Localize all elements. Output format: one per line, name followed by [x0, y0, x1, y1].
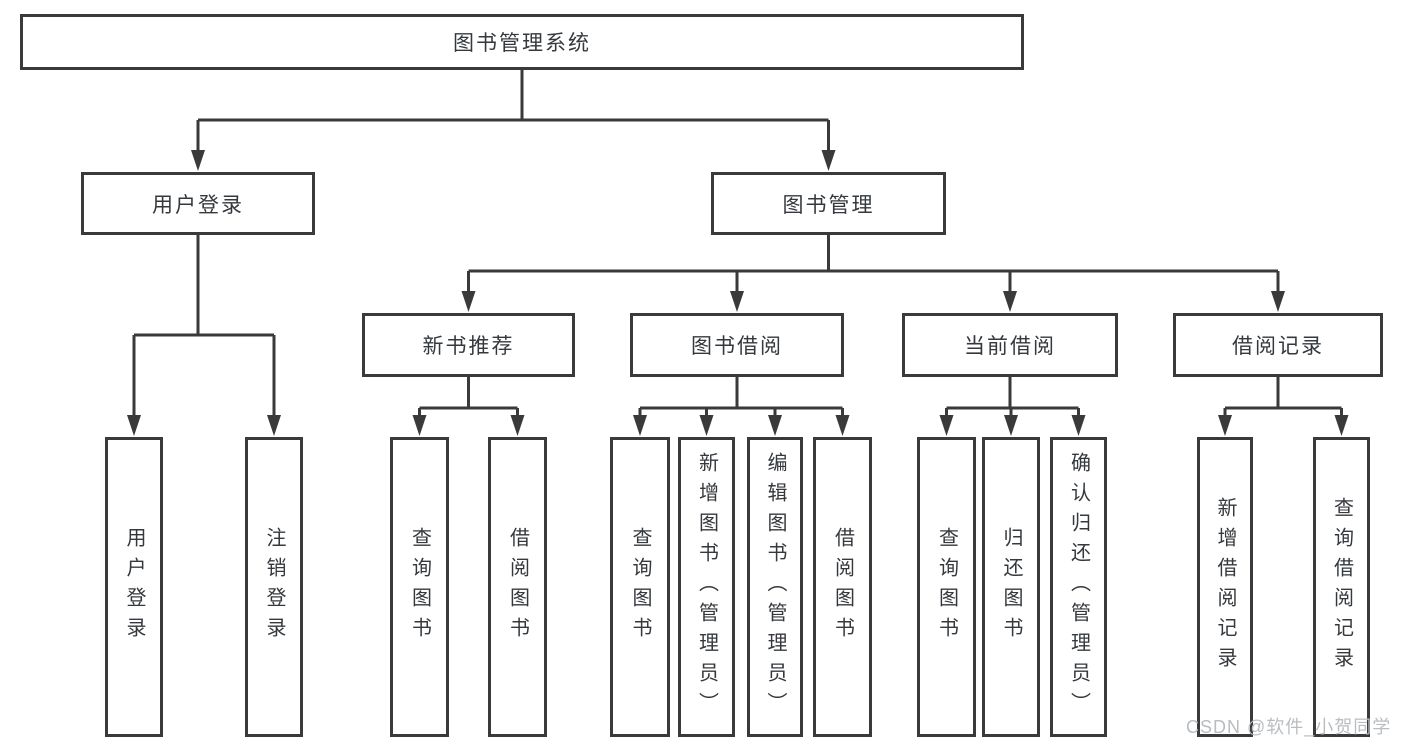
node-label: 借阅图书	[831, 527, 854, 647]
node-label: 新书推荐	[422, 335, 515, 358]
node-label: 查询图书	[935, 527, 958, 647]
node-label: 查询图书	[408, 527, 431, 647]
node-label: 借阅记录	[1232, 335, 1324, 358]
node-rec-borrow-books: 借阅图书	[488, 437, 547, 737]
node-root: 图书管理系统	[20, 14, 1024, 70]
node-book-mgmt: 图书管理	[711, 172, 946, 235]
node-bb-query-books: 查询图书	[610, 437, 670, 737]
node-br-query-record: 查询借阅记录	[1313, 437, 1370, 737]
node-br-add-record: 新增借阅记录	[1197, 437, 1253, 737]
node-label: 图书管理系统	[453, 32, 591, 55]
node-label: 用户登录	[152, 193, 244, 217]
node-leaf-logout: 注销登录	[245, 437, 303, 737]
node-label: 确认归还（管理员）	[1067, 452, 1090, 722]
node-bb-add-books: 新增图书（管理员）	[678, 437, 735, 737]
node-label: 新增图书（管理员）	[695, 452, 718, 722]
node-label: 用户登录	[123, 527, 145, 647]
node-cb-query-books: 查询图书	[917, 437, 976, 737]
node-label: 编辑图书（管理员）	[764, 452, 786, 722]
node-label: 图书管理	[782, 193, 875, 217]
node-label: 当前借阅	[964, 335, 1056, 358]
node-cb-return-books: 归还图书	[982, 437, 1040, 737]
node-user-login: 用户登录	[81, 172, 315, 235]
node-bb-borrow-books: 借阅图书	[813, 437, 872, 737]
node-current-borrow: 当前借阅	[902, 313, 1118, 377]
node-label: 注销登录	[263, 527, 285, 647]
node-borrow-records: 借阅记录	[1173, 313, 1383, 377]
node-cb-confirm-return: 确认归还（管理员）	[1050, 437, 1107, 737]
node-label: 图书借阅	[691, 335, 783, 358]
node-label: 归还图书	[1000, 527, 1022, 647]
node-label: 查询借阅记录	[1330, 497, 1353, 677]
watermark: CSDN @软件_小贺同学	[1186, 717, 1392, 737]
node-leaf-user-login: 用户登录	[105, 437, 163, 737]
node-rec-query-books: 查询图书	[390, 437, 449, 737]
node-book-borrow: 图书借阅	[630, 313, 844, 377]
node-label: 查询图书	[629, 527, 651, 647]
node-new-book-rec: 新书推荐	[362, 313, 575, 377]
node-label: 借阅图书	[506, 527, 529, 647]
node-bb-edit-books: 编辑图书（管理员）	[747, 437, 803, 737]
node-label: 新增借阅记录	[1214, 497, 1236, 677]
